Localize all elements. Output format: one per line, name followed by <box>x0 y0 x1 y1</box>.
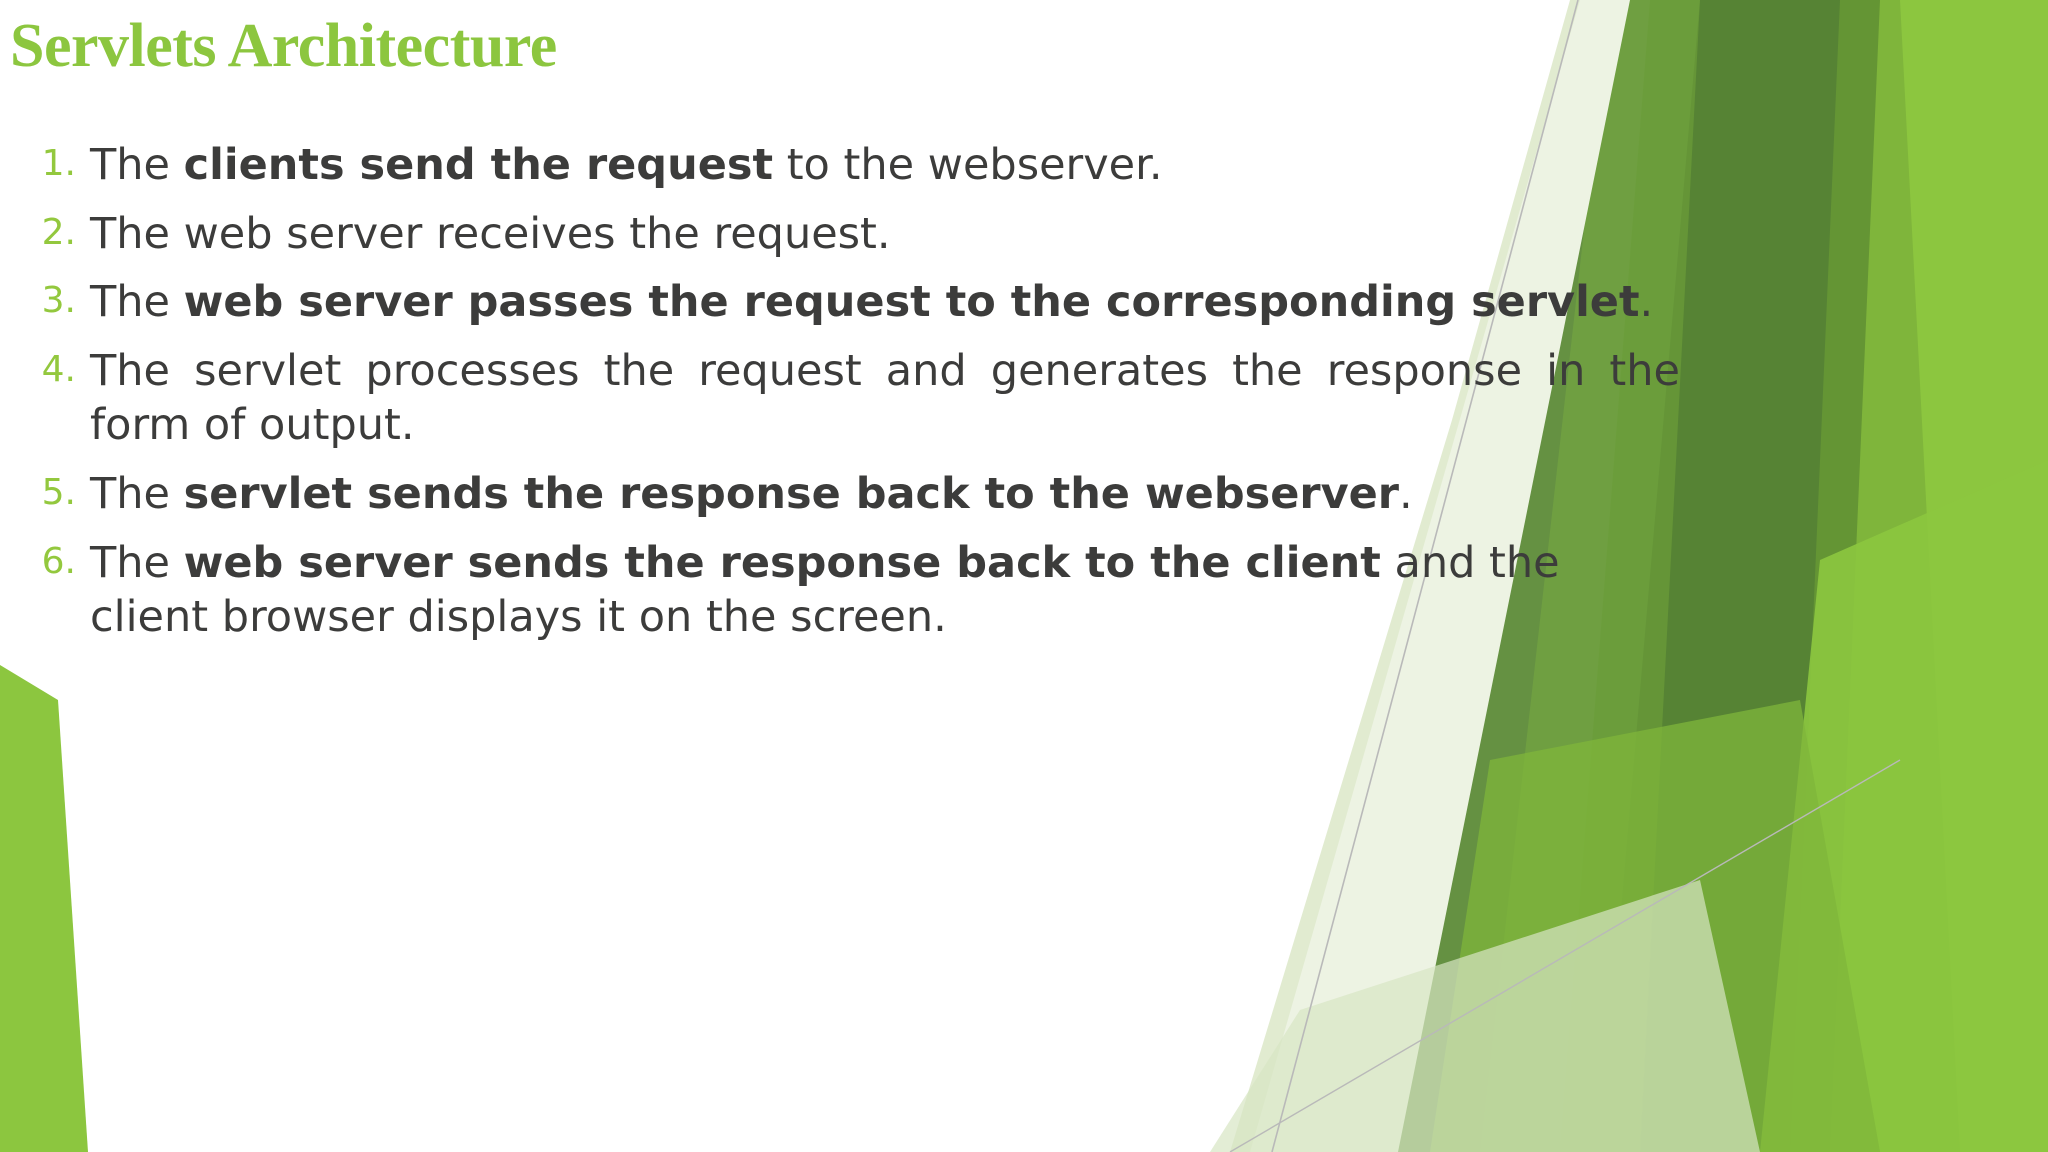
list-item: 3. The web server passes the request to t… <box>38 275 1688 330</box>
list-item-text: The servlet sends the response back to t… <box>90 467 1680 522</box>
list-item: 5. The servlet sends the response back to… <box>38 467 1688 522</box>
list-item-text: The web server passes the request to the… <box>90 275 1680 330</box>
list-item: 6. The web server sends the response back… <box>38 536 1688 645</box>
list-item-number: 1. <box>41 143 76 184</box>
deco-bottom-left-wedge <box>0 665 88 1152</box>
list-item: 1. The clients send the request to the we… <box>38 138 1688 193</box>
list-item-number: 3. <box>41 280 76 322</box>
numbered-list: 1. The clients send the request to the we… <box>38 138 1688 659</box>
text-segment-bold: web server sends the response back to th… <box>183 537 1381 588</box>
text-segment: The servlet processes the request and ge… <box>90 345 1680 451</box>
deco-bright-right-band <box>1700 0 2048 1152</box>
text-segment: The <box>90 277 184 328</box>
deco-hairline-lower <box>1229 759 1901 1152</box>
text-segment-bold: clients send the request <box>183 140 774 190</box>
text-segment: . <box>1398 469 1413 520</box>
text-segment: The web server receives the request. <box>90 208 891 259</box>
list-item-number: 6. <box>41 540 76 582</box>
text-segment: and the client browser displays it on th… <box>90 537 1560 643</box>
list-item-text: The clients send the request to the webs… <box>90 138 1680 193</box>
text-segment: The <box>90 537 184 588</box>
deco-bottom-pale <box>1210 880 1760 1152</box>
text-segment: The <box>90 469 184 520</box>
text-segment: to the webserver. <box>773 140 1163 190</box>
list-item-number: 4. <box>41 348 76 390</box>
text-segment-bold: web server passes the request to the cor… <box>183 277 1640 328</box>
list-item: 4. The servlet processes the request and … <box>38 344 1688 453</box>
list-item: 2. The web server receives the request. <box>38 207 1688 262</box>
list-item-number: 2. <box>41 211 76 253</box>
text-segment: . <box>1639 277 1654 328</box>
slide-title: Servlets Architecture <box>10 12 557 80</box>
deco-bright-lower-block <box>1760 460 2048 1152</box>
text-segment: The <box>90 140 184 190</box>
list-item-text: The web server sends the response back t… <box>90 536 1680 645</box>
list-item-text: The web server receives the request. <box>90 207 1680 262</box>
text-segment-bold: servlet sends the response back to the w… <box>183 469 1399 520</box>
deco-lower-wedge <box>1430 700 1880 1152</box>
list-item-number: 5. <box>41 472 76 514</box>
list-item-text: The servlet processes the request and ge… <box>90 344 1680 453</box>
